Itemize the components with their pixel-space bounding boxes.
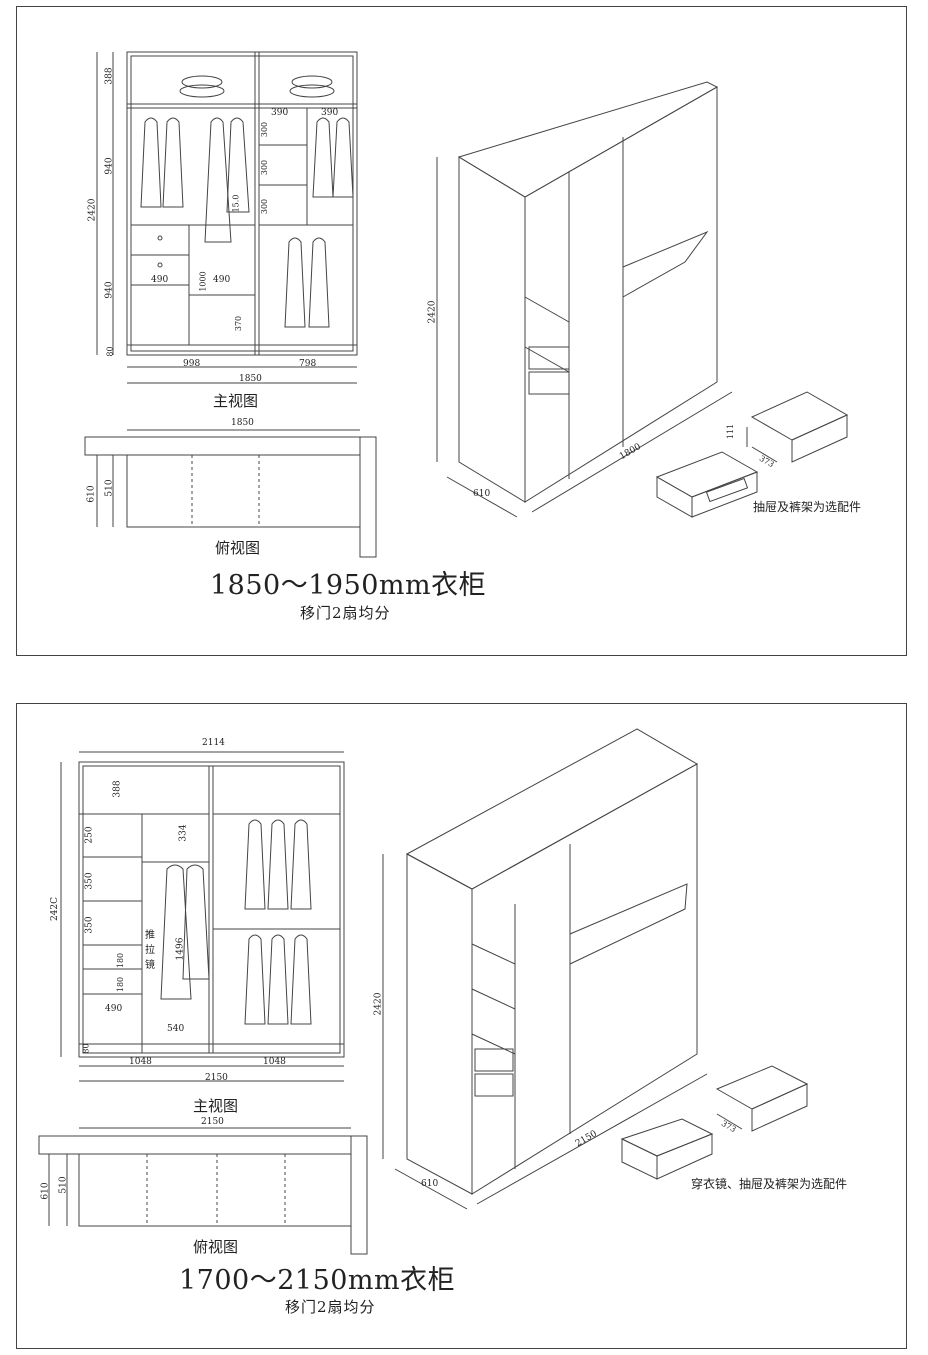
dim-top-w: 1850 <box>231 418 254 428</box>
dim-hang-1496: 1496 <box>175 937 186 961</box>
dim-s2-350: 350 <box>84 872 95 890</box>
dim-s3-350: 350 <box>84 916 95 934</box>
dim-d1-180: 180 <box>116 952 126 969</box>
dim-s1-250: 250 <box>84 826 95 844</box>
isometric-view-2150 <box>382 728 809 1210</box>
top-view-label: 俯视图 <box>193 1238 239 1256</box>
dim-top-388: 388 <box>112 780 123 798</box>
wardrobe-subtitle: 移门2扇均分 <box>285 1298 376 1316</box>
dim-top-d1: 610 <box>86 485 97 503</box>
dim-s4: 370 <box>234 315 244 332</box>
dim-w-m-540: 540 <box>167 1024 185 1034</box>
dim-top-d2: 510 <box>58 1176 69 1194</box>
dim-top-w-2114: 2114 <box>202 738 225 748</box>
dim-top-d2: 510 <box>104 479 115 497</box>
top-view-2150 <box>38 1127 368 1255</box>
front-view-1850 <box>96 51 358 384</box>
optional-parts-note: 抽屉及裤架为选配件 <box>753 500 862 514</box>
dim-c1: 390 <box>271 108 289 118</box>
top-view-label: 俯视图 <box>215 539 261 557</box>
dim-mid2-940: 940 <box>104 281 115 299</box>
dim-top-w: 2150 <box>201 1117 224 1127</box>
top-view-1850 <box>84 429 377 558</box>
dim-s3: 300 <box>260 198 270 215</box>
dim-c2: 390 <box>321 108 339 118</box>
mirror-label: 推拉镜 <box>145 930 155 971</box>
front-view-label: 主视图 <box>193 1097 239 1115</box>
dim-d2-180: 180 <box>116 976 126 993</box>
dim-top-d1: 610 <box>40 1182 51 1200</box>
dim-w-left: 998 <box>183 359 201 369</box>
isometric-view-1850 <box>436 81 849 518</box>
dim-s1: 300 <box>260 121 270 138</box>
dim-base-80: 80 <box>105 346 115 357</box>
front-view-label: 主视图 <box>213 392 259 410</box>
dim-base-80: 80 <box>81 1043 91 1054</box>
dim-top-388: 388 <box>104 67 115 85</box>
wardrobe-title: 1850～1950mm衣柜 <box>210 570 487 601</box>
dim-rod: 15.0 <box>231 194 241 213</box>
iso-dim-drawer-h: 111 <box>726 423 736 440</box>
wardrobe-1850-drawing <box>84 51 849 558</box>
wardrobe-2150-panel: 2114 388 250 350 350 180 180 80 242C 334… <box>16 703 907 1349</box>
wardrobe-title: 1700～2150mm衣柜 <box>179 1265 456 1296</box>
dim-total-width: 2150 <box>205 1073 228 1083</box>
optional-parts-note: 穿衣镜、抽屉及裤架为选配件 <box>691 1177 848 1191</box>
dim-total-height: 2420 <box>87 198 98 222</box>
iso-dim-h: 2420 <box>373 992 384 1016</box>
iso-dim-h: 2420 <box>427 300 438 324</box>
dim-drawer-h: 1000 <box>198 271 208 292</box>
dim-d2: 490 <box>213 275 231 285</box>
dim-mid1-940: 940 <box>104 157 115 175</box>
dim-c1-334: 334 <box>178 824 189 842</box>
dim-w-d-490: 490 <box>105 1004 123 1014</box>
wardrobe-1850-panel: 388 940 940 80 2420 390 390 300 300 300 … <box>16 6 907 656</box>
dim-s2: 300 <box>260 159 270 176</box>
dim-w-right: 798 <box>299 359 317 369</box>
dim-w-right-1048: 1048 <box>263 1057 286 1067</box>
dim-w-left-1048: 1048 <box>129 1057 152 1067</box>
wardrobe-2150-drawing <box>38 728 809 1255</box>
wardrobe-subtitle: 移门2扇均分 <box>300 604 391 622</box>
iso-dim-d: 610 <box>473 489 491 499</box>
dim-total-height: 242C <box>50 896 61 922</box>
dim-total-width: 1850 <box>239 374 262 384</box>
front-view-2150 <box>60 751 345 1082</box>
dim-d1: 490 <box>151 275 169 285</box>
iso-dim-d: 610 <box>421 1179 439 1189</box>
